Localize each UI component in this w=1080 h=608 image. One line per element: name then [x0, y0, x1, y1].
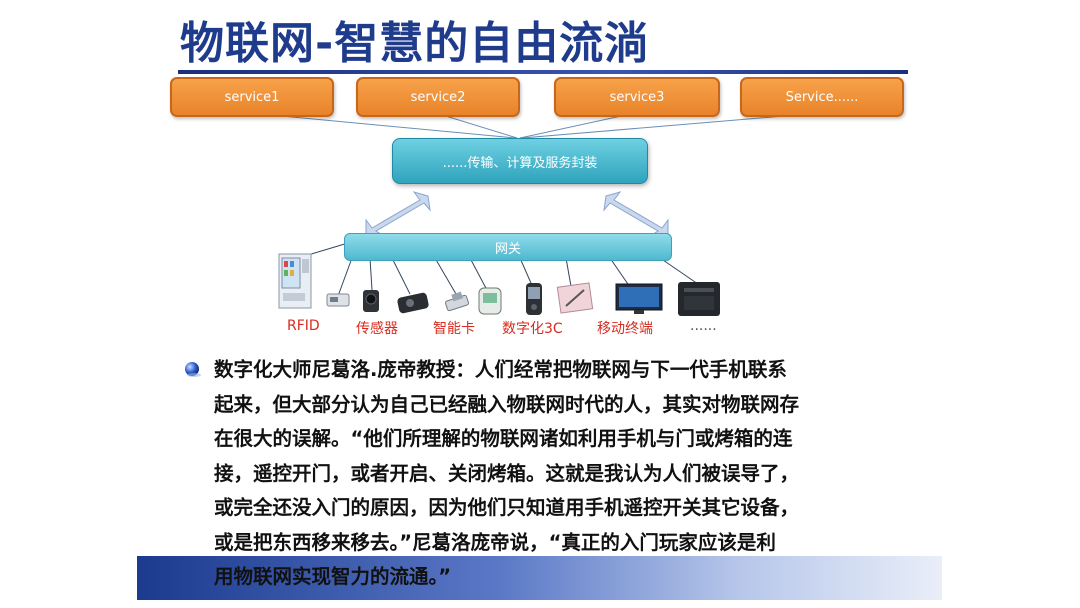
- double-arrow-left: [365, 191, 431, 239]
- bottom-decor-band: [137, 556, 942, 600]
- body-line: 或完全还没入门的原因，因为他们只知道用手机遥控开关其它设备，: [214, 496, 800, 519]
- device-label-sensor: 传感器: [356, 321, 398, 337]
- smart-card-reader-icon: [445, 291, 469, 312]
- set-top-box-icon: [678, 282, 720, 316]
- sensor-icon: [363, 290, 379, 312]
- body-paragraph: 数字化大师尼葛洛.庞帝教授：人们经常把物联网与下一代手机联系 起来，但大部分认为…: [214, 353, 902, 595]
- device-label-more: ......: [690, 318, 717, 334]
- service-box-1: service1: [170, 77, 334, 117]
- encapsulation-box: ......传输、计算及服务封装: [392, 138, 648, 184]
- rfid-reader-icon: [326, 293, 350, 307]
- scanner-icon: [478, 287, 502, 315]
- body-line: 用物联网实现智力的流通。”: [214, 565, 452, 588]
- vending-machine-icon: [278, 253, 312, 309]
- gateway-bar: 网关: [344, 233, 672, 261]
- double-arrow-right: [603, 191, 669, 239]
- slide-title: 物联网-智慧的自由流淌: [180, 18, 650, 69]
- device-label-digital3c: 数字化3C: [502, 321, 563, 337]
- body-line: 在很大的误解。“他们所理解的物联网诸如利用手机与门或烤箱的连: [214, 427, 793, 450]
- device-label-mobile-terminal: 移动终端: [597, 321, 653, 337]
- title-underline: [178, 70, 908, 74]
- service-box-2: service2: [356, 77, 520, 117]
- body-line: 或是把东西移来移去。”尼葛洛庞帝说，“真正的入门玩家应该是利: [214, 530, 776, 554]
- tablet-pen-icon: [556, 282, 594, 314]
- bullet-icon: [185, 362, 201, 377]
- service-box-3: service3: [554, 77, 720, 117]
- service-box-more: Service......: [740, 77, 904, 117]
- body-line: 起来，但大部分认为自己已经融入物联网时代的人，其实对物联网存: [214, 392, 800, 416]
- body-line: 接，遥控开门，或者开启、关闭烤箱。这就是我认为人们被误导了，: [214, 461, 800, 485]
- sensor-module-icon: [397, 292, 429, 314]
- mobile-phone-icon: [526, 283, 542, 315]
- device-label-smartcard: 智能卡: [433, 321, 475, 337]
- device-label-rfid: RFID: [287, 318, 320, 334]
- monitor-icon: [615, 283, 663, 314]
- body-line: 数字化大师尼葛洛.庞帝教授：人们经常把物联网与下一代手机联系: [214, 358, 787, 381]
